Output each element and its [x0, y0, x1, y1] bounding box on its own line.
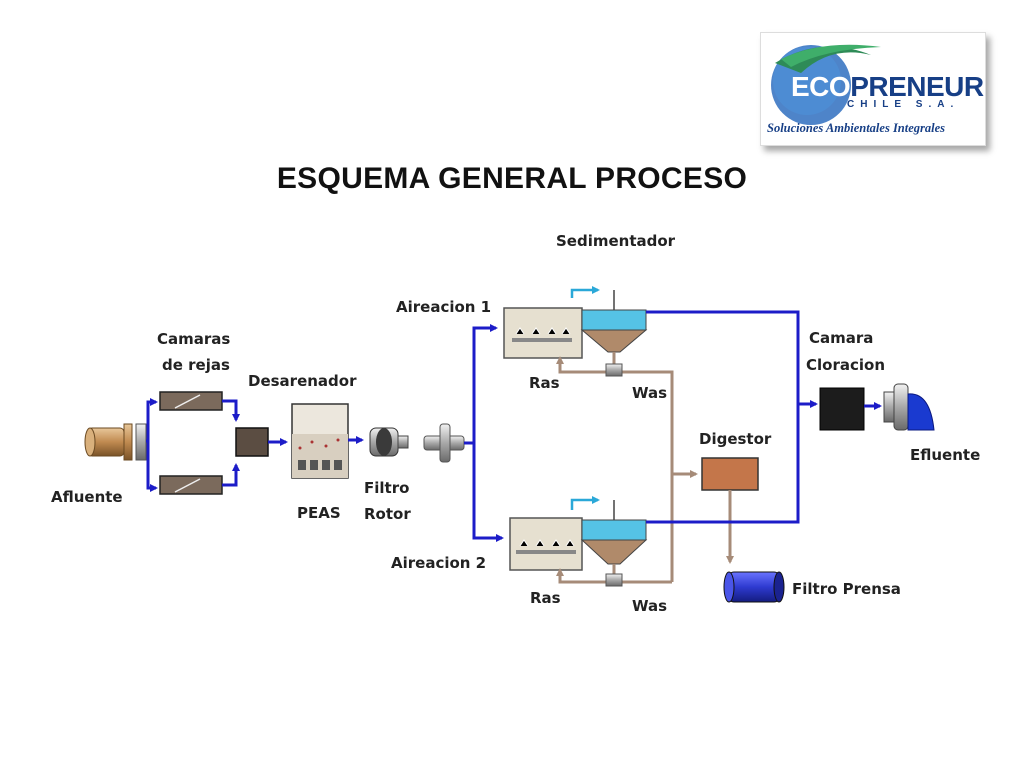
logo-wordmark: ECOPRENEUR — [791, 71, 984, 102]
sedimentador-1-clarifier — [570, 286, 648, 353]
filtro-rotor-label-line1: Filtro — [364, 479, 409, 497]
aireacion-1-label: Aireacion 1 — [396, 298, 491, 316]
sedimentador-2-clarifier — [570, 496, 648, 565]
digestor-label: Digestor — [699, 430, 772, 448]
camara-rejas-top — [159, 391, 223, 411]
camaras-label-line2: de rejas — [162, 356, 230, 374]
desarenador-label: Desarenador — [248, 372, 357, 390]
ras-1-valve-icon — [605, 363, 623, 377]
ras-was-2-flow — [556, 564, 672, 584]
aireacion-2-tank — [509, 517, 583, 571]
logo-globe-icon — [771, 44, 881, 125]
camara-rejas-bottom — [159, 475, 223, 495]
desarenador-box — [235, 427, 269, 457]
filtro-rotor-icon — [369, 427, 409, 457]
efluente-label: Efluente — [910, 446, 980, 464]
camara-label-line1: Camara — [809, 329, 873, 347]
logo-tagline: Soluciones Ambientales Integrales — [767, 121, 946, 135]
was-1-label: Was — [632, 384, 667, 402]
digestor-tank — [701, 457, 759, 491]
was-2-label: Was — [632, 597, 667, 615]
clarified-effluent-flow — [646, 310, 818, 524]
peas-label: PEAS — [297, 504, 341, 522]
afluente-label: Afluente — [51, 488, 123, 506]
screens-to-desarenador-flow — [222, 399, 240, 487]
camara-label-line2: Cloracion — [806, 356, 885, 374]
splitter-valve-icon — [423, 423, 465, 463]
logo-country: CHILE S.A. — [847, 99, 960, 110]
company-logo: ECOPRENEUR CHILE S.A. Soluciones Ambient… — [760, 32, 986, 146]
peas-tank — [291, 403, 349, 479]
camaras-label-line1: Camaras — [157, 330, 230, 348]
ras-1-label: Ras — [529, 374, 560, 392]
ras-was-1-flow — [556, 352, 674, 390]
filtro-rotor-label-line2: Rotor — [364, 505, 411, 523]
inlet-split-flow — [146, 398, 158, 492]
ras-2-valve-icon — [605, 573, 623, 587]
aireacion-2-label: Aireacion 2 — [391, 554, 486, 572]
was-to-digestor-flow — [670, 390, 698, 582]
filtro-prensa-icon — [723, 571, 785, 603]
efluente-outlet-icon — [883, 383, 935, 431]
camara-cloracion-box — [819, 387, 865, 431]
aireacion-1-tank — [503, 307, 583, 359]
filtro-prensa-label: Filtro Prensa — [792, 580, 901, 598]
page-title: ESQUEMA GENERAL PROCESO — [276, 162, 748, 195]
split-to-aireacion-flow — [464, 324, 504, 542]
afluente-inlet-pipe-icon — [84, 423, 147, 461]
sedimentador-label: Sedimentador — [556, 232, 676, 250]
ras-2-label: Ras — [530, 589, 561, 607]
